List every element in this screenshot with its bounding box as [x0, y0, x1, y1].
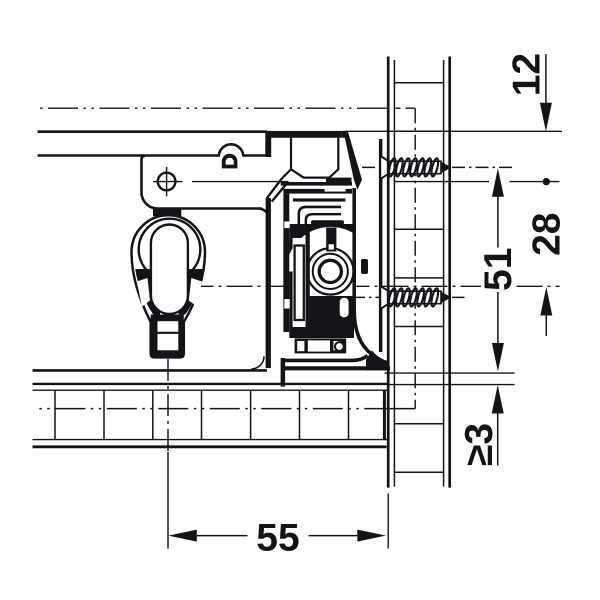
svg-text:51: 51: [477, 248, 520, 291]
svg-text:55: 55: [256, 517, 299, 560]
svg-text:12: 12: [506, 53, 549, 96]
svg-text:≥3: ≥3: [458, 423, 501, 466]
svg-text:28: 28: [526, 213, 569, 256]
